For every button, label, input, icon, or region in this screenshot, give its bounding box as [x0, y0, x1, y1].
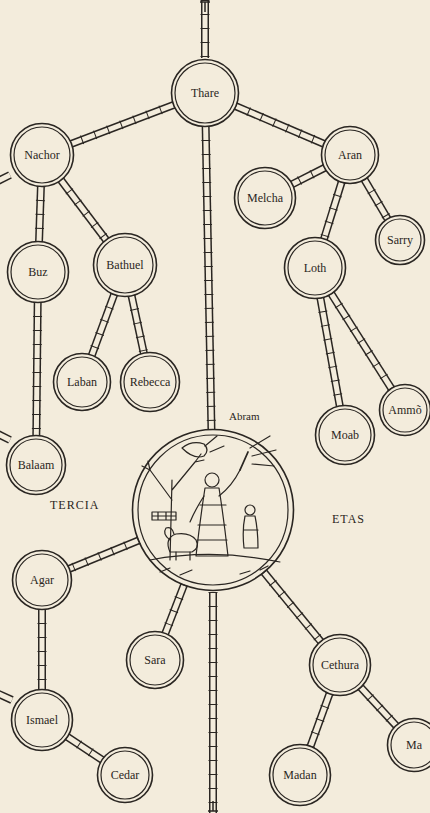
- person-name: Laban: [67, 376, 97, 388]
- chain-link: [67, 737, 102, 761]
- chain-link: [69, 540, 139, 569]
- chain-link: [331, 293, 392, 389]
- patriarch-medallion: Abram: [131, 428, 295, 592]
- chain-link: [364, 179, 388, 219]
- person-name: Cethura: [321, 659, 359, 671]
- name-ring: Melcha: [233, 166, 297, 230]
- person-name: Bathuel: [106, 259, 143, 271]
- name-ring: Sarry: [374, 214, 426, 266]
- person-name: Sara: [144, 654, 165, 666]
- name-ring: Nachor: [9, 122, 75, 188]
- person-name: Buz: [28, 266, 47, 278]
- name-ring: Ammõ: [378, 383, 430, 437]
- person-name: Moab: [331, 429, 359, 441]
- chain-link: [324, 182, 342, 240]
- person-name: Loth: [304, 262, 327, 274]
- chain-link: [165, 585, 184, 634]
- age-label: TERCIA: [48, 498, 101, 513]
- chain-link: [264, 572, 321, 642]
- name-ring: Cethura: [308, 633, 372, 697]
- name-ring: Aran: [320, 125, 380, 185]
- person-name: Rebecca: [130, 376, 171, 388]
- name-ring: Rebecca: [119, 351, 181, 413]
- name-ring: Cedar: [96, 746, 154, 804]
- name-ring: Moab: [314, 404, 376, 466]
- person-name: Nachor: [24, 149, 59, 161]
- name-ring: Bathuel: [92, 232, 158, 298]
- name-ring: Thare: [170, 58, 240, 128]
- person-name: Aran: [338, 149, 362, 161]
- name-ring: Madan: [268, 743, 332, 807]
- age-label: ETAS: [330, 512, 367, 527]
- person-name: Abram: [227, 410, 262, 422]
- chain-link: [61, 180, 107, 241]
- chain-link: [320, 298, 340, 407]
- chain-link: [36, 302, 37, 436]
- ring-outline: [131, 428, 295, 592]
- person-name: Madan: [283, 769, 316, 781]
- chain-link: [235, 106, 324, 144]
- person-name: Agar: [30, 574, 54, 586]
- person-name: Ammõ: [388, 404, 421, 416]
- person-name: Melcha: [247, 192, 283, 204]
- name-ring: Ma: [386, 717, 430, 773]
- person-name: Ma: [406, 739, 422, 751]
- person-name: Balaam: [18, 459, 55, 471]
- name-ring: Ismael: [10, 688, 74, 752]
- name-ring: Sara: [125, 630, 185, 690]
- chain-link: [310, 693, 329, 747]
- name-ring: Loth: [283, 236, 347, 300]
- person-name: Sarry: [387, 234, 413, 246]
- person-name: Thare: [191, 87, 219, 99]
- person-name: Ismael: [26, 714, 58, 726]
- chain-link: [206, 126, 212, 430]
- chain-link: [292, 168, 325, 185]
- name-ring: Laban: [52, 352, 112, 412]
- chain-link: [360, 687, 396, 726]
- name-ring: Buz: [6, 240, 70, 304]
- chain-link: [39, 186, 41, 242]
- name-ring: Agar: [11, 549, 73, 611]
- chain-link: [71, 105, 174, 144]
- chain-link: [131, 295, 143, 353]
- chain-link: [92, 294, 115, 356]
- name-ring: Balaam: [5, 434, 67, 496]
- person-name: Cedar: [111, 769, 140, 781]
- chain-link: [42, 609, 43, 690]
